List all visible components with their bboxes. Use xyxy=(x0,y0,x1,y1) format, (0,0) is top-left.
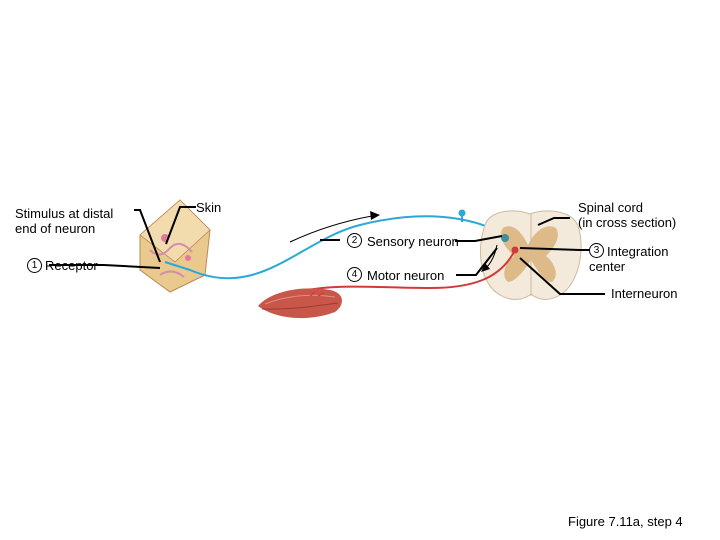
motor-cell-body xyxy=(511,246,519,254)
muscle xyxy=(258,288,342,319)
skin-label: Skin xyxy=(196,200,222,215)
skin-block xyxy=(139,199,211,293)
interneuron-label: Interneuron xyxy=(611,286,678,301)
spinal-cord xyxy=(479,210,582,300)
figure-caption: Figure 7.11a, step 4 xyxy=(568,514,683,529)
step-4-badge: 4 xyxy=(347,267,362,282)
receptor-label: Receptor xyxy=(45,258,98,273)
sensory-direction-arrow xyxy=(289,215,373,243)
motor-neuron-fiber xyxy=(299,249,516,293)
stimulus-label: Stimulus at distal end of neuron xyxy=(15,206,114,236)
integration-center-label: Integration center xyxy=(589,244,669,274)
step-2-badge: 2 xyxy=(347,233,362,248)
motor-neuron-label: Motor neuron xyxy=(367,268,445,283)
spinal-cord-label: Spinal cord (in cross section) xyxy=(578,200,677,230)
step-3-badge: 3 xyxy=(589,243,604,258)
sensory-neuron-label: Sensory neuron xyxy=(367,234,459,249)
sensory-neuron-fiber xyxy=(164,215,506,280)
sensory-cell-body xyxy=(458,209,466,217)
step-1-badge: 1 xyxy=(27,258,42,273)
